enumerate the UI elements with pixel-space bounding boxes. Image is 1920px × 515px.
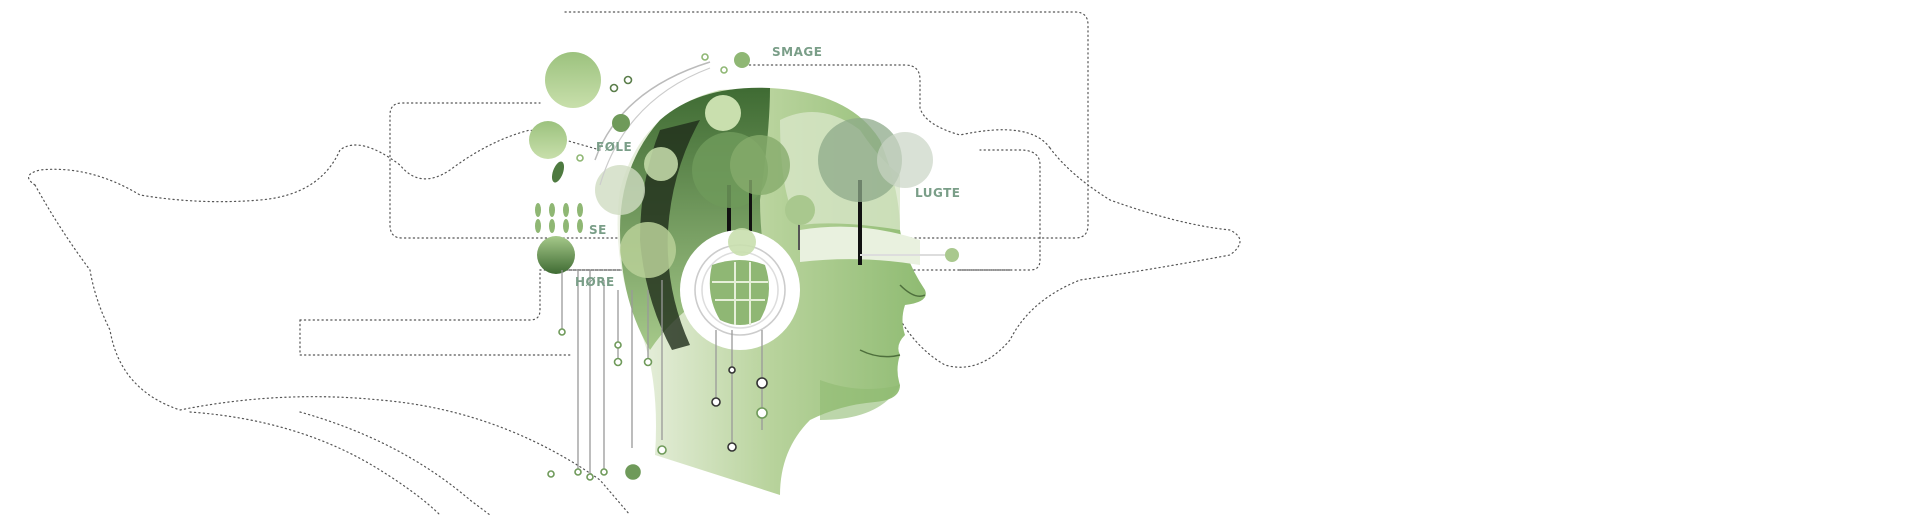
label-smage: SMAGE [772,45,823,59]
trees [595,118,933,265]
ear-circle [680,228,800,350]
label-lugte: LUGTE [915,186,961,200]
label-fole: FØLE [596,140,633,154]
decorative-orbs [529,52,959,278]
dotted-lines [28,11,1241,515]
label-se: SE [589,223,607,237]
label-hore: HØRE [575,275,615,289]
string-beads [547,328,768,481]
